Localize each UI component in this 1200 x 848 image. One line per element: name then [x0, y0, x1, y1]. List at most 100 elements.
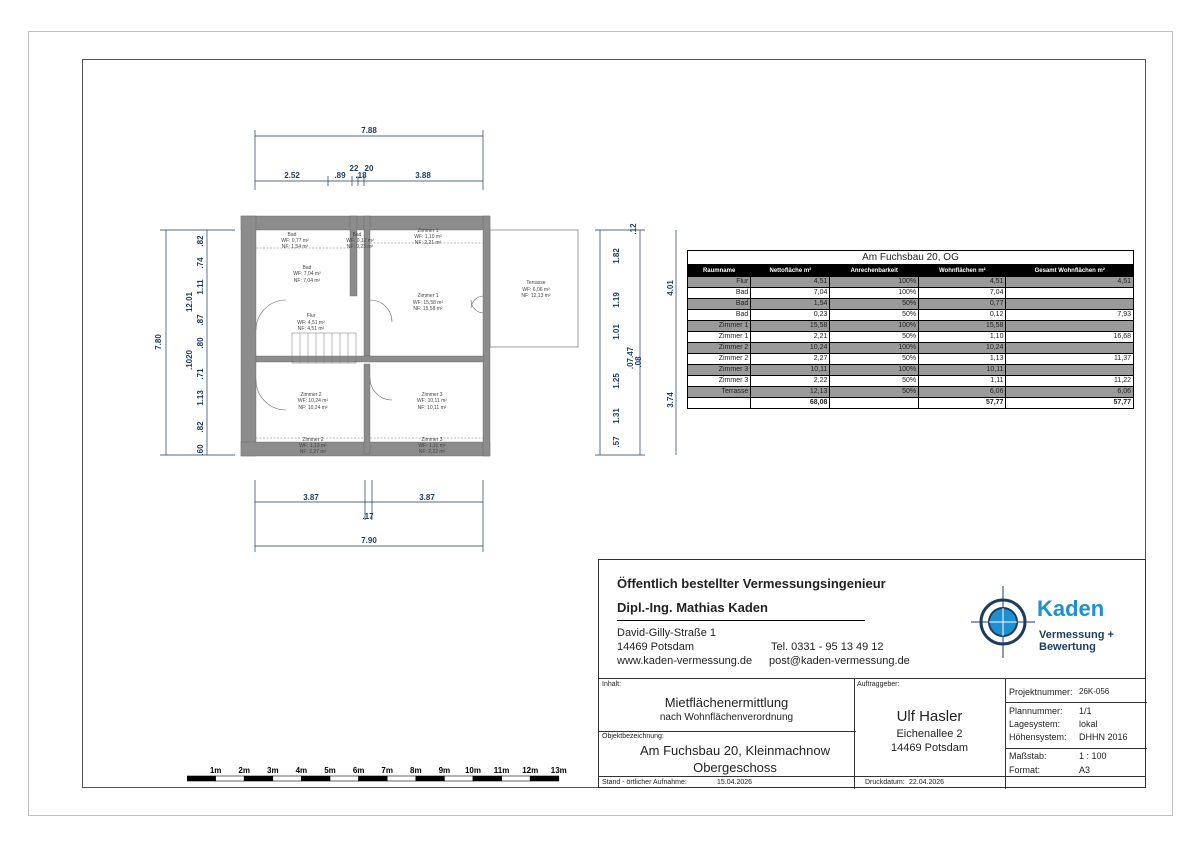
scale-value: 1 : 100: [1079, 751, 1107, 761]
table-cell: 2,21: [750, 331, 831, 343]
room-name: Zimmer 1: [417, 228, 438, 234]
table-cell: 50%: [829, 298, 920, 310]
table-cell: 100%: [829, 287, 920, 299]
table-total-cell: 57,77: [918, 397, 1007, 409]
website-link[interactable]: www.kaden-vermessung.de: [617, 655, 753, 667]
scale-label: 7m: [381, 766, 393, 775]
table-cell: Bad: [686, 298, 752, 310]
divider: [854, 678, 855, 789]
divider: [617, 620, 865, 621]
kaden-logo-icon: [971, 586, 1035, 658]
room-name: Flur: [307, 313, 316, 319]
room-nf: NF: 1,54 m²: [282, 244, 309, 250]
table-cell: 1,54: [750, 298, 831, 310]
table-cell: Zimmer 3: [686, 364, 752, 376]
table-cell: 1,10: [918, 331, 1007, 343]
scale-label: 9m: [439, 766, 451, 775]
scale-segment: [187, 775, 216, 782]
table-cell: 4,51: [1005, 276, 1134, 288]
format-value: A3: [1079, 765, 1091, 775]
dim-left-total: 7.80: [154, 334, 163, 350]
dim-right-s3: 1.01: [612, 324, 621, 340]
content-title: Mietflächenermittlung: [664, 695, 789, 710]
plan-number-label: Plannummer:: [1009, 706, 1063, 716]
dim-top-c: 22: [350, 164, 359, 173]
scale-segment: [415, 775, 445, 782]
stand-label: Stand - örtlicher Aufnahme:: [602, 779, 687, 786]
scale-label: 6m: [353, 766, 365, 775]
scale-label: 3m: [267, 766, 279, 775]
room-wf: WF: 1,11 m²: [418, 443, 445, 449]
table-cell: Flur: [686, 276, 752, 288]
scale-segment: [301, 775, 331, 782]
room-nf: NF: 12,13 m²: [521, 293, 551, 299]
scale-label: 4m: [296, 766, 308, 775]
divider: [599, 678, 1145, 679]
divider: [599, 776, 1145, 777]
table-cell: 0,12: [918, 309, 1007, 321]
table-cell: 10,24: [750, 342, 831, 354]
project-number-label: Projektnummer:: [1009, 687, 1073, 697]
plan-number: 1/1: [1079, 706, 1092, 716]
surveyor-title: Öffentlich bestellter Vermessungsingenie…: [617, 576, 886, 591]
table-cell: Terrasse: [686, 386, 752, 398]
dim-left-t2: .1020: [185, 349, 194, 370]
table-cell: 7,04: [750, 287, 831, 299]
object-floor: Obergeschoss: [693, 760, 777, 775]
room-wf: WF: 6,06 m²: [522, 287, 550, 293]
room-name: Bad: [353, 232, 362, 238]
table-cell: 10,24: [918, 342, 1007, 354]
scale-segment: [444, 775, 474, 782]
room-wf: WF: 1,10 m²: [414, 234, 442, 240]
table-cell: Zimmer 1: [686, 320, 752, 332]
dim-left-s9: .60: [196, 444, 205, 456]
scale-segment: [358, 775, 388, 782]
content-subtitle: nach Wohnflächenverordnung: [659, 712, 794, 723]
room-nf: NF: 10,11 m²: [418, 405, 447, 411]
table-cell: 16,68: [1005, 331, 1134, 343]
table-cell: 50%: [829, 353, 920, 365]
table-cell: 7,04: [918, 287, 1007, 299]
address-street: David-Gilly-Straße 1: [617, 627, 717, 639]
table-cell: 15,58: [750, 320, 831, 332]
scale-segment: [472, 775, 502, 782]
table-cell: [1005, 364, 1134, 376]
table-cell: 0,23: [750, 309, 831, 321]
room-wf: WF: 7,04 m²: [293, 271, 321, 277]
table-cell: 0,77: [918, 298, 1007, 310]
hoehensystem-label: Höhensystem:: [1009, 732, 1067, 742]
room-name: Zimmer 1: [417, 293, 438, 299]
table-cell: 6,06: [918, 386, 1007, 398]
room-nf: NF: 2,21 m²: [415, 240, 442, 246]
dim-top-a: 2.52: [284, 171, 300, 180]
table-total-cell: [686, 397, 752, 409]
walls: [240, 215, 491, 457]
room-nf: NF: 4,51 m²: [298, 326, 325, 332]
table-cell: 50%: [829, 386, 920, 398]
phone-number: Tel. 0331 - 95 13 49 12: [771, 641, 884, 653]
project-number: 26K-056: [1079, 687, 1110, 696]
scale-label: 13m: [551, 766, 567, 775]
table-cell: 50%: [829, 331, 920, 343]
dim-top-f: 3.88: [415, 171, 431, 180]
dim-right-s4: .07.47: [626, 346, 635, 369]
format-label: Format:: [1009, 765, 1041, 775]
room-wf: WF: 4,51 m²: [297, 320, 325, 326]
scale-label: 1m: [210, 766, 222, 775]
table-title: Am Fuchsbau 20, OG: [687, 250, 1134, 265]
table-header: Anrechenbarkeit: [829, 264, 920, 277]
divider: [1005, 678, 1006, 789]
dim-right-top: .12: [629, 223, 638, 235]
dim-bottom-mid: .17: [362, 512, 374, 521]
dim-right-g2: 3.74: [666, 392, 675, 408]
table-cell: Zimmer 2: [686, 353, 752, 365]
dim-bottom-right: 3.87: [419, 493, 435, 502]
room-name: Zimmer 3: [421, 392, 442, 398]
email-link[interactable]: post@kaden-vermessung.de: [769, 655, 910, 667]
